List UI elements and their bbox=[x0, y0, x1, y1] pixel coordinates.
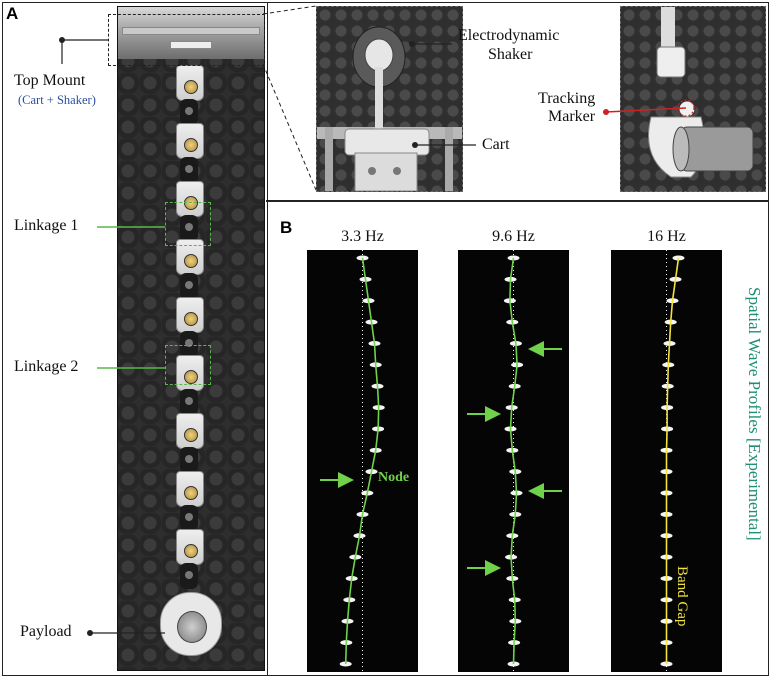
panel-b-letter: B bbox=[280, 218, 293, 237]
chain-joint bbox=[180, 563, 198, 589]
panel-a-letter: A bbox=[6, 4, 19, 23]
freq-label-2: 9.6 Hz bbox=[492, 228, 535, 245]
cart-label: Cart bbox=[482, 136, 510, 153]
wave-profile-line bbox=[344, 257, 380, 665]
payload-label: Payload bbox=[20, 623, 72, 640]
chain-link bbox=[176, 529, 204, 565]
linkage1-label: Linkage 1 bbox=[14, 217, 79, 234]
chain-joint bbox=[180, 331, 198, 357]
tracking-marker-photo bbox=[620, 6, 766, 192]
shaker-cart-photo bbox=[316, 6, 463, 192]
chain-joint bbox=[180, 389, 198, 415]
freq-label-3: 16 Hz bbox=[647, 228, 686, 245]
wave-profile-line bbox=[665, 257, 680, 664]
side-caption: Spatial Wave Profiles [Experimental] bbox=[745, 287, 764, 541]
chain-link bbox=[176, 471, 204, 507]
wave-profile-3-3hz bbox=[339, 250, 385, 672]
linkage1-box bbox=[165, 202, 211, 246]
top-mount-box bbox=[108, 14, 265, 66]
payload-mass bbox=[160, 592, 222, 656]
wave-profile-line bbox=[509, 257, 518, 665]
shaker-label-1: Electrodynamic bbox=[458, 27, 560, 44]
spectrogram-3-3hz bbox=[307, 250, 418, 672]
chain-link bbox=[176, 181, 204, 217]
chain-link bbox=[176, 123, 204, 159]
chain-joint bbox=[180, 273, 198, 299]
tracking-label-2: Marker bbox=[548, 108, 596, 125]
panel-a-frame bbox=[2, 2, 268, 676]
chain-link bbox=[176, 355, 204, 391]
linkage2-box bbox=[165, 345, 211, 385]
top-mount-label: Top Mount bbox=[14, 72, 86, 89]
wave-profile-9-6hz bbox=[503, 250, 524, 672]
chain-joint bbox=[180, 447, 198, 473]
chain-joint bbox=[180, 157, 198, 183]
band-gap-label: Band Gap bbox=[674, 566, 690, 627]
panel-b-frame bbox=[266, 200, 769, 676]
node-label: Node bbox=[378, 470, 410, 485]
chain-link bbox=[176, 297, 204, 333]
spectrogram-16hz bbox=[611, 250, 722, 672]
top-mount-sub-label: (Cart + Shaker) bbox=[18, 93, 96, 107]
chain-photo bbox=[117, 6, 265, 671]
tracking-label-1: Tracking bbox=[538, 90, 596, 107]
freq-label-1: 3.3 Hz bbox=[341, 228, 384, 245]
shaker-label-2: Shaker bbox=[488, 46, 533, 63]
chain-joint bbox=[180, 215, 198, 241]
chain-joint bbox=[180, 99, 198, 125]
chain-joint bbox=[180, 505, 198, 531]
chain-link bbox=[176, 413, 204, 449]
top-mount-frame bbox=[118, 7, 264, 59]
wave-profile-16hz bbox=[660, 250, 685, 672]
linkage2-label: Linkage 2 bbox=[14, 358, 79, 375]
spectrogram-9-6hz bbox=[458, 250, 569, 672]
chain-link bbox=[176, 65, 204, 101]
top-inset-frame bbox=[266, 2, 769, 202]
